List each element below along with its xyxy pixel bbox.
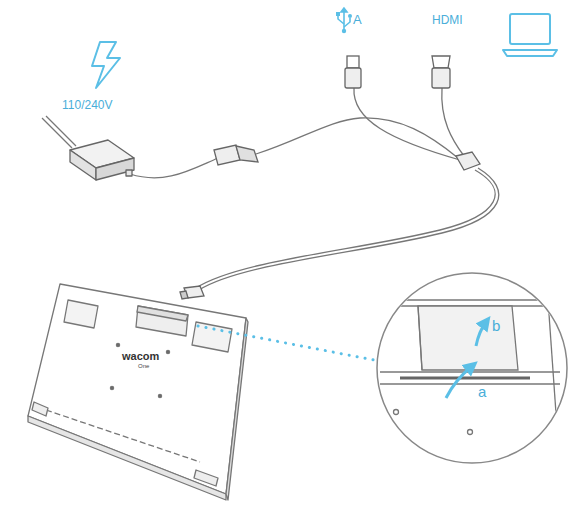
cables <box>42 88 499 290</box>
power-icon <box>92 42 120 88</box>
tablet <box>28 284 248 500</box>
arrow-a <box>446 366 472 398</box>
arrow-b <box>476 322 486 346</box>
voltage-label: 110/240V <box>62 99 113 112</box>
step-letter: b <box>492 318 500 335</box>
barrel-connector <box>214 145 258 165</box>
usb-label: A <box>353 13 362 27</box>
step-letter: a <box>478 384 486 401</box>
usb-plug <box>345 56 361 88</box>
hdmi-label: HDMI <box>432 14 463 27</box>
power-adapter <box>70 140 134 180</box>
hdmi-plug <box>432 56 450 88</box>
model-name: One <box>138 363 149 370</box>
zoom-detail <box>370 273 580 470</box>
usb-symbol <box>336 8 352 33</box>
brand-logo: wacom <box>122 350 159 362</box>
tablet-plug <box>180 286 204 299</box>
laptop-icon <box>503 14 557 56</box>
zoom-leader <box>198 326 374 360</box>
cable-splitter <box>456 152 480 170</box>
